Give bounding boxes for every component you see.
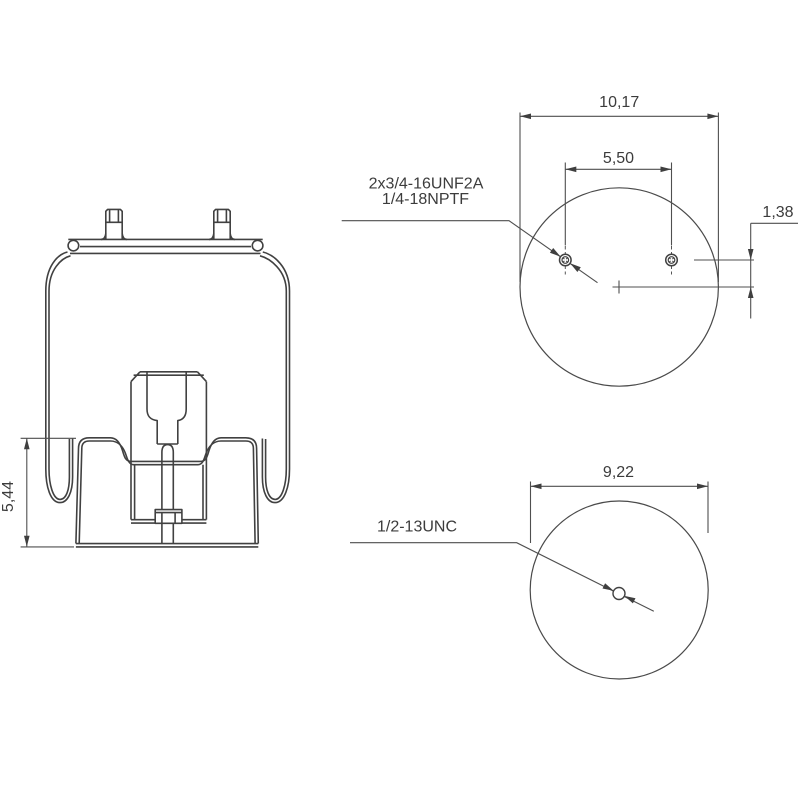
thread-callout-1-2-13unc: 1/2-13UNC xyxy=(377,519,457,536)
dim-label-5-44: 5,44 xyxy=(0,481,17,512)
stud-base-fillets xyxy=(100,233,127,241)
extension-lines xyxy=(529,481,709,543)
piston-sides xyxy=(130,381,208,520)
reference-lines xyxy=(623,259,754,288)
bellows xyxy=(45,251,291,504)
piston-inner-right-profile xyxy=(177,371,187,444)
piston-inner-left-profile xyxy=(146,371,158,444)
bead-plate-right-curl xyxy=(251,239,264,252)
left-stud xyxy=(100,208,127,241)
arrowhead-left xyxy=(530,483,542,490)
arrowhead-down xyxy=(24,535,30,547)
thread-callout-line1: 2x3/4-16UNF2A xyxy=(369,176,484,193)
lower-bracket xyxy=(75,437,260,548)
bracket-bottom-lines xyxy=(75,542,259,548)
arrowhead-down xyxy=(747,249,754,260)
right-stud xyxy=(208,208,235,241)
leader-arrowhead-lower xyxy=(570,263,581,272)
right-port-thread-ticks xyxy=(669,257,674,263)
bellows-left-inner-wall xyxy=(48,255,71,501)
bellows-right-inner-wall xyxy=(259,255,288,501)
cavity-floor-lines xyxy=(131,518,207,524)
piston xyxy=(130,371,208,524)
left-port-thread-ticks xyxy=(562,257,568,263)
bolt-dome xyxy=(161,443,175,453)
extension-lines xyxy=(20,437,76,548)
dim-label-1-38: 1,38 xyxy=(762,204,793,221)
extension-lines xyxy=(564,162,673,245)
leader-line xyxy=(341,220,598,284)
side-view: 5,44 xyxy=(0,208,291,548)
bellows-left-outer-wall xyxy=(45,251,74,504)
arrowhead-left xyxy=(520,113,531,120)
mounting-studs xyxy=(100,208,235,241)
stud-outline xyxy=(213,208,231,240)
dim-label-10-17: 10,17 xyxy=(599,94,639,111)
bracket-outer-profile xyxy=(75,437,260,544)
piston-top-chamfers xyxy=(130,371,207,383)
arrowhead-up xyxy=(747,287,754,298)
dim-overall-diameter-top: 10,17 xyxy=(519,94,719,282)
center-mark xyxy=(612,280,626,294)
thread-callout: 2x3/4-16UNF2A 1/4-18NPTF xyxy=(341,176,598,284)
stud-thread-callout: 1/2-13UNC xyxy=(350,519,655,612)
bead-plate-left-curl xyxy=(67,239,80,252)
dim-label-5-50: 5,50 xyxy=(603,150,634,167)
thread-callout-line2: 1/4-18NPTF xyxy=(382,191,469,208)
stud-thread-line xyxy=(108,209,120,223)
bottom-view: 1/2-13UNC 9,22 xyxy=(350,464,709,680)
nut-facet-lines xyxy=(161,512,176,524)
bracket-inner-profile xyxy=(78,440,256,544)
dim-label-9-22: 9,22 xyxy=(603,464,634,481)
right-port-outer xyxy=(664,253,679,267)
cavity-inner-walls xyxy=(133,464,204,520)
leader-arrowhead-upper xyxy=(549,248,561,257)
bellows-right-outer-wall xyxy=(261,251,291,504)
leader-arrowhead-lower xyxy=(624,595,636,604)
top-view: 2x3/4-16UNF2A 1/4-18NPTF 10,17 xyxy=(341,94,798,387)
left-port-inner xyxy=(561,256,570,264)
bolt-shaft-upper xyxy=(161,452,175,510)
bolt-shaft-lower xyxy=(161,523,175,544)
extension-lines xyxy=(519,112,719,282)
bottom-view-outline xyxy=(529,500,709,680)
stud-outline xyxy=(105,208,123,240)
arrowhead-right xyxy=(660,166,672,173)
nut-outline xyxy=(154,508,183,525)
leader-line xyxy=(350,542,655,612)
dim-port-row-offset: 1,38 xyxy=(623,204,798,319)
center-stud-hole xyxy=(612,586,626,601)
stud-base-fillets xyxy=(208,233,235,241)
arrowhead-right xyxy=(697,483,708,490)
center-bolt xyxy=(154,443,183,544)
air-ports xyxy=(558,245,679,275)
leader-arrowhead-upper xyxy=(602,583,614,591)
dim-port-spacing: 5,50 xyxy=(564,150,673,245)
dim-piston-height: 5,44 xyxy=(0,437,76,548)
left-port-outer xyxy=(558,253,572,267)
arrowhead-right xyxy=(707,113,719,120)
bead-plate xyxy=(67,238,264,252)
right-port-inner xyxy=(667,256,676,264)
dim-overall-diameter-bottom: 9,22 xyxy=(529,464,709,543)
stud-thread-line xyxy=(216,209,228,223)
arrowhead-up xyxy=(24,438,30,450)
arrowhead-left xyxy=(565,166,577,173)
